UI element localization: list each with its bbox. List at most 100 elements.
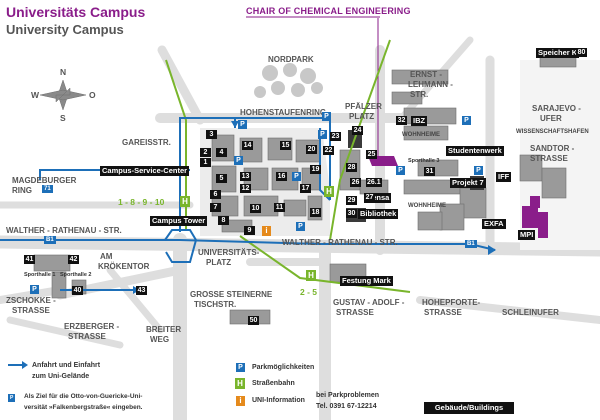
building-number[interactable]: 3 (206, 130, 217, 139)
building-number[interactable]: 26.1 (366, 178, 382, 187)
building-number[interactable]: 23 (330, 132, 341, 141)
parking-icon: P (474, 166, 483, 175)
building-number[interactable]: 29 (346, 196, 357, 205)
building-number[interactable]: 15 (280, 141, 291, 150)
info-icon: i (262, 226, 271, 236)
building-number[interactable]: 31 (424, 167, 435, 176)
building-number[interactable]: 8 (218, 216, 229, 225)
label-wissenschaftshafen: WISSENSCHAFTSHAFEN (516, 129, 589, 135)
building-number[interactable]: 6 (210, 190, 221, 199)
building-festung-mark[interactable]: Festung Mark (340, 276, 393, 286)
parking-icon: P (296, 222, 305, 231)
legend-access-1: Anfahrt und Einfahrt (32, 362, 101, 369)
legend-tram: Straßenbahn (252, 380, 295, 387)
parking-icon: P (462, 116, 471, 125)
tram-lines-bottom: 2 - 5 (300, 287, 318, 297)
road-sign-b1-right: B1 (465, 240, 477, 248)
compass-north: N (60, 67, 67, 77)
building-number[interactable]: 11 (274, 203, 285, 212)
building-number[interactable]: 26 (350, 178, 361, 187)
building-number[interactable]: 17 (300, 184, 311, 193)
label-sandtor-2: STRASSE (530, 154, 568, 163)
label-breiter-2: WEG (150, 335, 170, 344)
label-universitaetsplatz-1: UNIVERSITÄTS- (198, 248, 260, 257)
building-number[interactable]: 25 (366, 150, 377, 159)
building-number[interactable]: 40 (72, 286, 83, 295)
building-number[interactable]: 32 (396, 116, 407, 125)
building-number[interactable]: 22 (323, 146, 334, 155)
building-number[interactable]: 16 (276, 172, 287, 181)
building-number[interactable]: 7 (210, 203, 221, 212)
building-number[interactable]: 1 (200, 158, 211, 167)
building-number[interactable]: 50 (248, 316, 259, 325)
building-number[interactable]: 24 (352, 126, 363, 135)
tram-stop-icon: H (180, 196, 190, 207)
label-sandtor-1: SANDTOR - (530, 144, 575, 153)
parking-icon: P (30, 285, 39, 294)
building-number[interactable]: 9 (244, 226, 255, 235)
building-number[interactable]: 27 (364, 193, 375, 202)
building-mpi[interactable]: MPI (518, 230, 536, 240)
highlight-label: CHAIR OF CHEMICAL ENGINEERING (246, 6, 411, 16)
building-studentenwerk[interactable]: Studentenwerk (446, 146, 504, 156)
label-schleinufer: SCHLEINUFER (502, 308, 559, 317)
label-magdeburger-2: RING (12, 186, 32, 195)
legend-tram-icon: H (235, 378, 245, 389)
building-speicher-k[interactable]: Speicher K (536, 48, 580, 58)
building-number[interactable]: 42 (68, 255, 79, 264)
building-number[interactable]: 43 (136, 286, 147, 295)
building-number[interactable]: 2 (200, 148, 211, 157)
label-ernst-2: LEHMANN - (408, 80, 453, 89)
building-number[interactable]: 5 (216, 174, 227, 183)
road-sign-71: 71 (42, 185, 53, 193)
label-hohepforte-1: HOHEPFORTE- (422, 298, 481, 307)
legend-problem-2: Tel. 0391 67-12214 (316, 403, 377, 410)
parking-icon: P (238, 120, 247, 129)
building-campus-service-center[interactable]: Campus-Service-Center (100, 166, 190, 176)
label-sporthalle-3: Sporthalle 3 (408, 158, 440, 164)
building-number[interactable]: 12 (240, 184, 251, 193)
building-number[interactable]: 4 (216, 148, 227, 157)
label-grosse-1: GROSSE STEINERNE (190, 290, 273, 299)
label-am: AM (100, 252, 113, 261)
page-title: Universitäts Campus (6, 4, 146, 20)
building-number[interactable]: 30 (346, 209, 357, 218)
building-number[interactable]: 10 (250, 204, 261, 213)
label-sarajevo-1: SARAJEVO - (532, 104, 581, 113)
building-number[interactable]: 18 (310, 208, 321, 217)
legend-problem-1: bei Parkproblemen (316, 392, 380, 399)
label-kroekentor: KRÖKENTOR (98, 262, 150, 271)
building-bibliothek[interactable]: Bibliothek (358, 209, 399, 219)
label-zschokke-2: STRASSE (12, 306, 50, 315)
building-projekt7[interactable]: Projekt 7 (450, 178, 486, 188)
label-zschokke-1: ZSCHOKKE - (6, 296, 56, 305)
legend-parking: Parkmöglichkeiten (252, 364, 315, 371)
compass-rose-icon (39, 79, 87, 111)
navigation-device-icon: P (8, 394, 16, 402)
label-erzberger-1: ERZBERGER - (64, 322, 120, 331)
building-iff[interactable]: IFF (496, 172, 512, 182)
legend-access-2: zum Uni-Gelände (32, 373, 90, 380)
label-pfaelzer-2: PLATZ (349, 112, 375, 121)
building-number[interactable]: 28 (346, 163, 357, 172)
label-hohenstaufenring: HOHENSTAUFENRING (240, 108, 327, 117)
label-breiter-1: BREITER (146, 325, 182, 334)
building-number[interactable]: 13 (240, 172, 251, 181)
tram-stop-icon: H (306, 270, 316, 281)
building-ibz[interactable]: IBZ (411, 116, 428, 126)
label-gareisstr: GAREISSTR. (122, 138, 171, 147)
building-number[interactable]: 41 (24, 255, 35, 264)
building-exfa[interactable]: EXFA (482, 219, 506, 229)
building-mensa[interactable]: Mensa (364, 193, 392, 203)
tram-stop-icon: H (324, 186, 334, 197)
building-number[interactable]: 20 (306, 145, 317, 154)
label-sporthalle-1: Sporthalle 1 (24, 272, 56, 278)
building-number[interactable]: 19 (310, 165, 321, 174)
label-magdeburger-1: MAGDEBURGER (12, 176, 77, 185)
label-walther-right: WALTHER - RATHENAU - STR. (282, 238, 398, 247)
building-number[interactable]: 14 (242, 141, 253, 150)
building-campus-tower[interactable]: Campus Tower (150, 216, 208, 226)
parking-icon: P (318, 130, 327, 139)
building-number[interactable]: 80 (576, 48, 587, 57)
